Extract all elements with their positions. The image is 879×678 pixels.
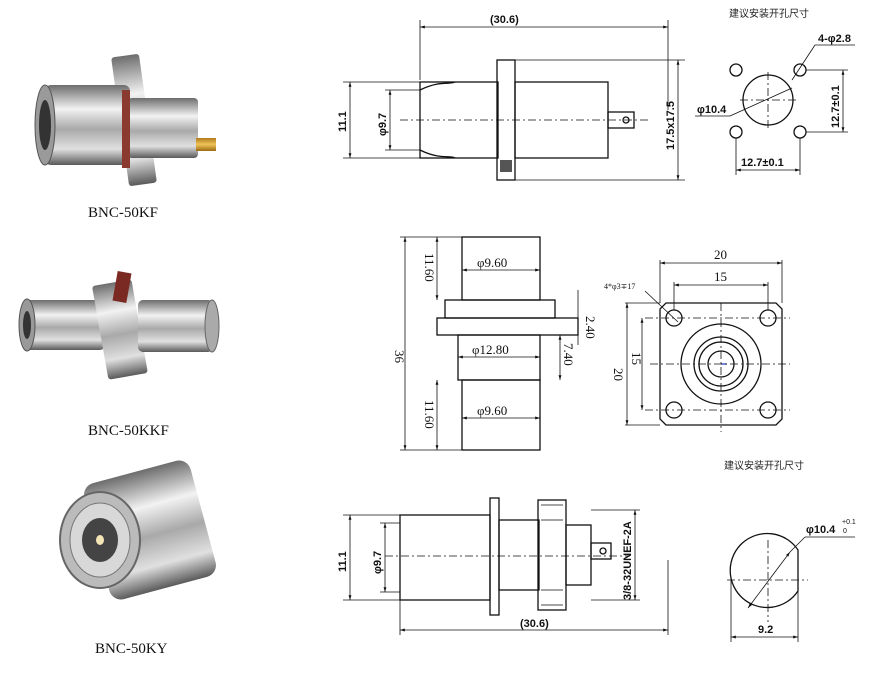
- dimension-label: 建议安装开孔尺寸: [729, 7, 809, 20]
- cutout-ky: 建议安装开孔尺寸 φ10.4 +0.1 0 9.2: [724, 459, 856, 642]
- dimension-label: φ9.7: [372, 551, 384, 574]
- dimension-label: (30.6): [490, 14, 519, 26]
- dimension-label: 20: [611, 368, 626, 381]
- dimension-label: φ9.60: [477, 255, 507, 270]
- dimension-label: 11.1: [337, 111, 349, 132]
- dimension-label: φ9.60: [477, 403, 507, 418]
- dimension-label: φ10.4: [697, 104, 727, 116]
- dimension-label: 4-φ2.8: [818, 33, 851, 45]
- dimension-label: (30.6): [520, 618, 549, 630]
- dimension-label: 7.40: [561, 343, 576, 366]
- dimension-label: 17.5x17.5: [665, 101, 677, 150]
- dimension-label: φ9.7: [377, 113, 389, 136]
- drawing-bnc-50kf: (30.6) 11.1 φ9.7 17.5x17.5: [337, 14, 685, 181]
- product-label: BNC-50KKF: [88, 423, 169, 439]
- product-photo-bnc-50kkf: [18, 271, 220, 380]
- dimension-label: 11.60: [422, 253, 437, 282]
- drawing-bnc-50kkf: 36 11.60 11.60 φ9.60 φ12.80 φ9.60 2.40 7…: [392, 236, 598, 451]
- dimension-label: 12.7±0.1: [830, 85, 842, 128]
- dimension-label: 9.2: [758, 624, 773, 636]
- dimension-label: 0: [843, 528, 847, 535]
- dimension-label: 4*φ3∓17: [604, 282, 635, 291]
- dimension-label: 3/8-32UNEF-2A: [622, 521, 634, 600]
- dimension-label: 建议安装开孔尺寸: [724, 459, 804, 472]
- dimension-label: +0.1: [842, 519, 856, 526]
- product-photo-bnc-50ky: [59, 460, 216, 600]
- product-label: BNC-50KF: [88, 205, 158, 221]
- dimension-label: 15: [629, 352, 644, 365]
- cutout-kf: 建议安装开孔尺寸 φ10.4 4-φ2.8 12.7±0.1 12.7±0.1: [695, 7, 855, 175]
- dimension-label: 2.40: [583, 316, 598, 339]
- dimension-label: 11.60: [422, 400, 437, 429]
- product-photo-bnc-50kf: [34, 54, 216, 186]
- drawing-kkf-front: 20 15 4*φ3∓17 15 20: [604, 247, 790, 432]
- dimension-label: 12.7±0.1: [741, 157, 784, 169]
- dimension-label: 20: [714, 247, 727, 262]
- dimension-label: φ10.4: [806, 524, 836, 536]
- dimension-label: 15: [714, 269, 727, 284]
- drawing-bnc-50ky: 11.1 φ9.7 3/8-32UNEF-2A (30.6): [337, 497, 669, 635]
- dimension-label: 11.1: [337, 551, 349, 572]
- product-label: BNC-50KY: [95, 641, 168, 657]
- dimension-label: 36: [392, 350, 407, 364]
- dimension-label: φ12.80: [472, 342, 509, 357]
